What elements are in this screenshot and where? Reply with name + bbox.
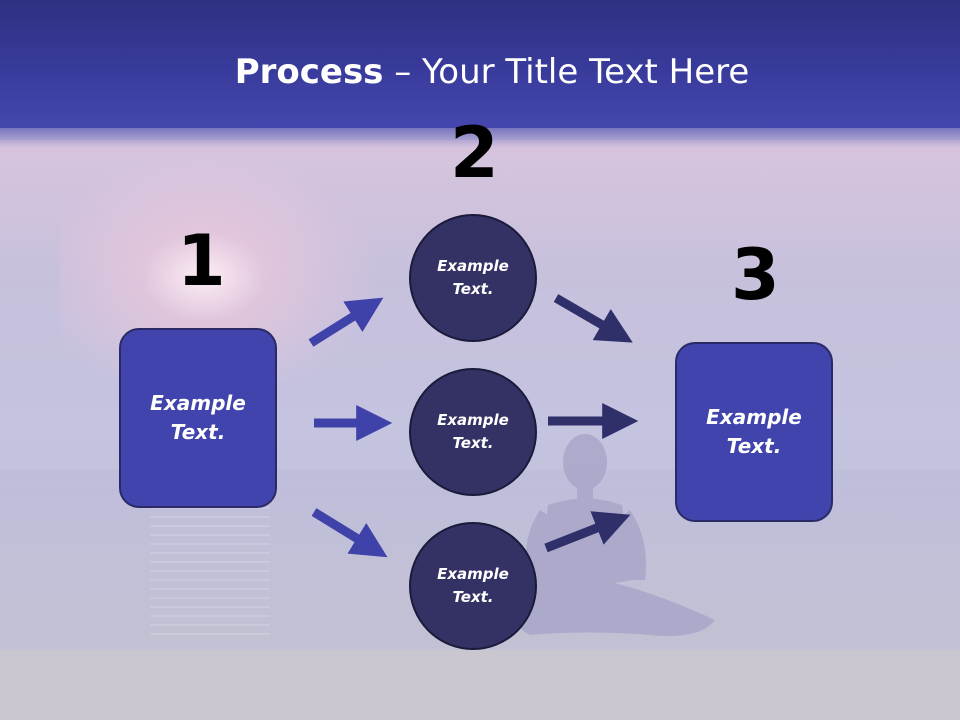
arrow-bottom-to-right [544,511,631,553]
title-bold: Process [234,52,384,92]
right-step-box: Example Text. [675,342,833,522]
step-number-3: 3 [731,234,780,316]
circle-bottom-text: Example Text. [437,565,509,606]
left-step-box: Example Text. [119,328,277,508]
header-fade [0,118,960,148]
arrow-top-to-right [553,294,633,343]
title-rest: – Your Title Text Here [383,52,750,92]
header-band [0,0,960,128]
circle-middle-text: Example Text. [437,411,509,452]
right-box-text: Example Text. [706,405,802,458]
circle-bottom: Example Text. [409,522,537,650]
left-box-text: Example Text. [150,391,246,444]
step-number-1: 1 [177,220,226,302]
arrow-left-to-bottom [311,508,388,558]
step-number-2: 2 [450,112,499,194]
slide-title: Process – Your Title Text Here [0,52,960,92]
circle-top: Example Text. [409,214,537,342]
circle-top-text: Example Text. [437,257,509,298]
arrow-left-to-top [308,297,384,347]
circle-middle: Example Text. [409,368,537,496]
beach [0,650,960,720]
